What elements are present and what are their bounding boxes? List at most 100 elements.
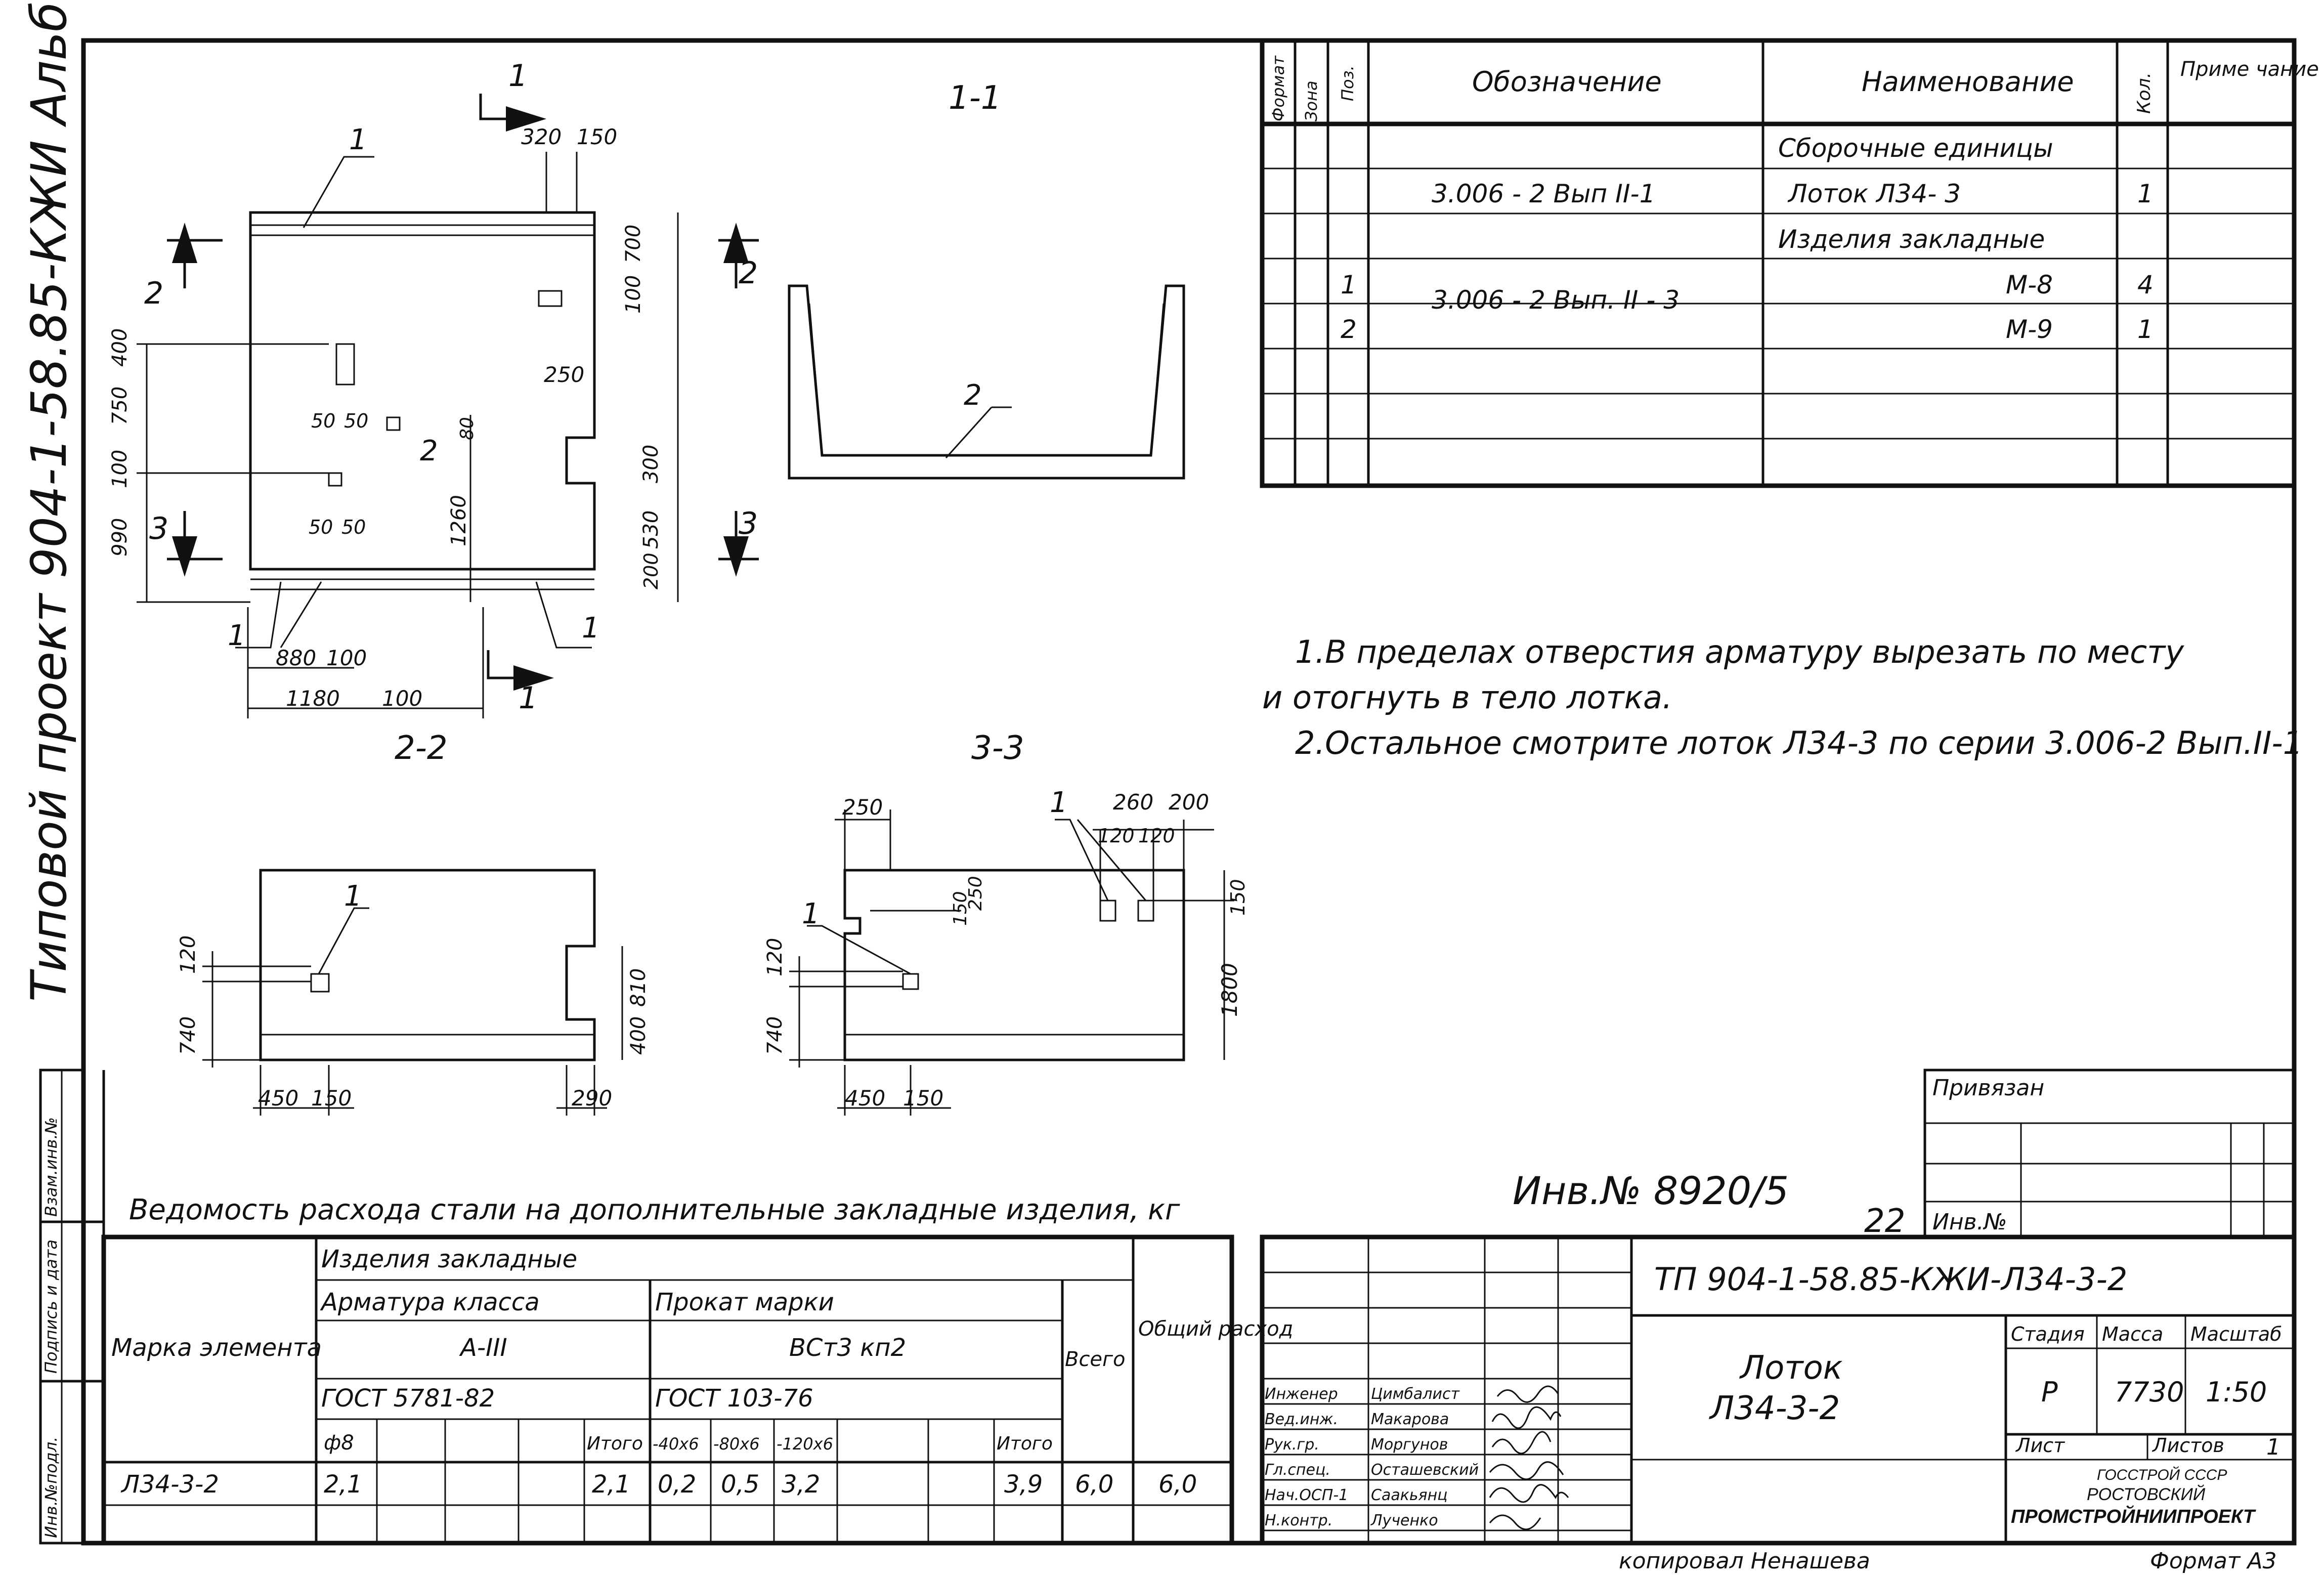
copied-by: копировал Ненашева bbox=[1619, 1548, 1870, 1574]
section22-dim: 810 bbox=[627, 968, 650, 1007]
steel-armatura-gost: ГОСТ 5781-82 bbox=[321, 1384, 495, 1413]
cut-1-top bbox=[479, 94, 546, 132]
steel-col-overall: Общий расход bbox=[1138, 1317, 1293, 1341]
plan-dim: 50 bbox=[344, 410, 368, 432]
section-2-2: 2-2 1 120 740 810 400 450 150 290 bbox=[177, 730, 650, 1116]
cut-label-1-top: 1 bbox=[508, 58, 528, 94]
privyazan-inv-label: Инв.№ bbox=[1932, 1209, 2007, 1235]
steel-sub-40: -40х6 bbox=[653, 1434, 699, 1454]
spec-cell: 1 bbox=[2137, 179, 2154, 208]
sig-role: Вед.инж. bbox=[1265, 1411, 1338, 1428]
spec-cell: М-9 bbox=[2006, 315, 2053, 344]
paper-format: Формат А3 bbox=[2150, 1548, 2277, 1574]
cut-label-3-left: 3 bbox=[149, 511, 168, 546]
spec-table: Формат Зона Поз. Обозначение Наименовани… bbox=[1260, 38, 2319, 488]
section22-dim: 290 bbox=[572, 1086, 612, 1111]
section33-dim: 120 bbox=[1138, 825, 1175, 847]
scale-label: Масштаб bbox=[2190, 1323, 2282, 1345]
cut-label-2-right: 2 bbox=[739, 255, 758, 291]
privyazan-block: Привязан Инв.№ bbox=[1923, 1069, 2296, 1239]
sig-role: Гл.спец. bbox=[1265, 1461, 1330, 1479]
steel-group: Изделия закладные bbox=[321, 1245, 577, 1273]
steel-row-vsego: 6,0 bbox=[1075, 1470, 1113, 1499]
cut-label-3-right: 3 bbox=[739, 506, 758, 541]
sheets-value: 1 bbox=[2266, 1434, 2280, 1460]
stage-value: Р bbox=[2041, 1376, 2058, 1408]
title-name-line1: Лоток bbox=[1739, 1349, 1843, 1387]
cut-label-1-bottom: 1 bbox=[519, 680, 538, 716]
steel-col-total: Всего bbox=[1065, 1348, 1126, 1371]
mass-value: 7730 bbox=[2115, 1376, 2184, 1408]
spec-header-qty: Кол. bbox=[2134, 72, 2155, 114]
plan-dim: 200 bbox=[640, 552, 662, 589]
spec-cell: Изделия закладные bbox=[1778, 225, 2045, 254]
cut-1-bottom bbox=[487, 650, 554, 691]
steel-armatura-class: Арматура класса bbox=[320, 1288, 540, 1316]
sig-role: Инженер bbox=[1265, 1385, 1338, 1403]
steel-sub-itogo2: Итого bbox=[997, 1433, 1053, 1454]
plan-dim: 1180 bbox=[286, 686, 340, 711]
inventory-number: Инв.№ 8920/5 bbox=[1513, 1168, 1789, 1213]
steel-col-mark: Марка элемента bbox=[111, 1334, 322, 1362]
spec-cell: 3.006 - 2 Вып. II - 3 bbox=[1432, 285, 1680, 315]
spec-cell: 1 bbox=[1341, 270, 1357, 300]
plan-callout: 2 bbox=[420, 435, 438, 467]
section33-dim: 120 bbox=[763, 938, 787, 976]
spec-cell: М-8 bbox=[2006, 270, 2053, 300]
section33-callout: 1 bbox=[1050, 786, 1068, 819]
plan-dim: 880 bbox=[276, 646, 316, 670]
spec-header-name: Наименование bbox=[1862, 66, 2074, 98]
org-line2: РОСТОВСКИЙ bbox=[2087, 1484, 2206, 1504]
note-line-2: и отогнуть в тело лотка. bbox=[1262, 679, 1672, 716]
section33-dim: 250 bbox=[965, 876, 986, 911]
sig-name: Осташевский bbox=[1371, 1461, 1479, 1479]
approval-strip: Инв.№подл. Подпись и дата Взам.инв.№ bbox=[39, 1069, 105, 1545]
section33-dim: 1800 bbox=[1217, 963, 1242, 1017]
plan-dim: 1260 bbox=[447, 495, 470, 546]
spec-header-designation: Обозначение bbox=[1472, 66, 1662, 98]
section33-dim: 260 bbox=[1113, 790, 1153, 815]
sig-role: Н.контр. bbox=[1265, 1512, 1332, 1529]
plan-dim: 990 bbox=[108, 518, 132, 557]
sig-name: Моргунов bbox=[1371, 1436, 1448, 1454]
plan-dim: 400 bbox=[108, 328, 132, 367]
section33-dim: 450 bbox=[845, 1086, 885, 1111]
spec-cell: Лоток Л34- 3 bbox=[1787, 179, 1961, 208]
section33-dim: 120 bbox=[1098, 825, 1135, 847]
spec-header-pos: Поз. bbox=[1338, 65, 1357, 101]
spec-header-zone: Зона bbox=[1302, 80, 1321, 121]
section33-callout: 1 bbox=[802, 898, 820, 930]
section22-dim: 150 bbox=[311, 1086, 352, 1111]
cut-label-2-left: 2 bbox=[144, 276, 163, 311]
steel-row-f8: 2,1 bbox=[324, 1470, 362, 1499]
section-title-3-3: 3-3 bbox=[971, 730, 1024, 767]
section-title-1-1: 1-1 bbox=[949, 79, 1002, 117]
section11-callout: 2 bbox=[964, 379, 982, 412]
section33-dim: 250 bbox=[842, 795, 883, 820]
spec-header-note: Приме чание bbox=[2180, 58, 2319, 81]
plan-dim: 530 bbox=[639, 510, 663, 549]
project-title-vertical: Типовой проект 904-1-58.85-КЖИ Альбом 5 bbox=[21, 0, 77, 1002]
privyazan-label: Привязан bbox=[1932, 1075, 2044, 1101]
spec-cell: 1 bbox=[2137, 315, 2154, 344]
sig-role: Нач.ОСП-1 bbox=[1265, 1486, 1348, 1504]
plan-dim: 250 bbox=[544, 362, 584, 387]
steel-row-s120: 3,2 bbox=[782, 1470, 820, 1499]
steel-row-mark: Л34-3-2 bbox=[120, 1470, 219, 1499]
section22-callout: 1 bbox=[344, 880, 362, 913]
steel-sub-f8: ф8 bbox=[324, 1431, 354, 1455]
plan-dim: 100 bbox=[108, 450, 132, 488]
org-line3: ПРОМСТРОЙНИИПРОЕКТ bbox=[2011, 1505, 2256, 1527]
section-1-1: 1-1 2 bbox=[788, 79, 1185, 480]
notes: 1.В пределах отверстия арматуру вырезать… bbox=[1262, 633, 2303, 761]
title-block: ТП 904-1-58.85-КЖИ-Л34-3-2 Лоток Л34-3-2… bbox=[1260, 1234, 2297, 1546]
section33-dim: 740 bbox=[763, 1016, 787, 1055]
plan-dim: 750 bbox=[108, 387, 132, 425]
plan-dim: 300 bbox=[639, 445, 663, 483]
section22-dim: 450 bbox=[258, 1086, 298, 1111]
steel-prokat-grade: ВСт3 кп2 bbox=[789, 1334, 906, 1362]
field-vzam-inv: Взам.инв.№ bbox=[41, 1117, 61, 1217]
field-signature-date: Подпись и дата bbox=[41, 1240, 61, 1374]
